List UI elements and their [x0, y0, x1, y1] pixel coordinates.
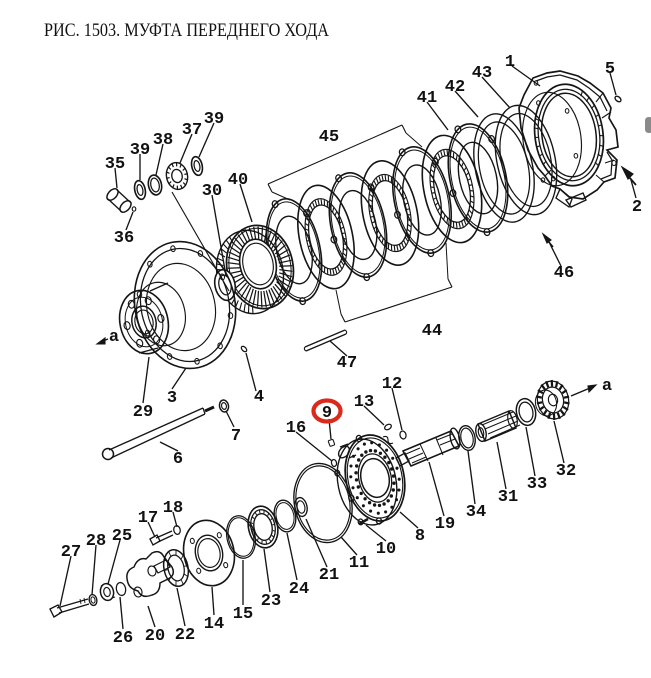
svg-text:3: 3: [167, 389, 177, 408]
svg-text:4: 4: [254, 388, 264, 407]
svg-text:РИС. 1503. МУФТА ПЕРЕДНЕГО ХОД: РИС. 1503. МУФТА ПЕРЕДНЕГО ХОДА: [44, 21, 330, 41]
svg-text:29: 29: [133, 403, 153, 422]
svg-text:23: 23: [261, 592, 281, 611]
svg-text:6: 6: [173, 450, 183, 469]
svg-text:30: 30: [202, 182, 222, 201]
svg-text:26: 26: [113, 629, 133, 648]
svg-text:17: 17: [138, 509, 158, 528]
svg-text:47: 47: [337, 354, 357, 373]
svg-text:18: 18: [163, 499, 183, 518]
svg-text:21: 21: [319, 566, 339, 585]
svg-text:1: 1: [505, 53, 515, 72]
svg-text:5: 5: [605, 60, 615, 79]
svg-text:14: 14: [204, 615, 224, 634]
svg-text:22: 22: [175, 626, 195, 645]
svg-text:38: 38: [153, 131, 173, 150]
svg-text:a: a: [602, 377, 612, 396]
svg-text:32: 32: [556, 462, 576, 481]
svg-text:41: 41: [417, 89, 437, 108]
svg-text:10: 10: [376, 540, 396, 559]
svg-text:15: 15: [233, 605, 253, 624]
svg-text:37: 37: [182, 121, 202, 140]
svg-text:25: 25: [112, 527, 132, 546]
svg-text:11: 11: [349, 554, 369, 573]
svg-text:12: 12: [382, 375, 402, 394]
svg-text:39: 39: [130, 141, 150, 160]
svg-text:44: 44: [422, 322, 442, 341]
svg-text:9: 9: [322, 404, 332, 423]
svg-text:35: 35: [105, 155, 125, 174]
svg-text:28: 28: [86, 532, 106, 551]
svg-text:8: 8: [415, 527, 425, 546]
svg-text:40: 40: [228, 171, 248, 190]
svg-text:20: 20: [145, 627, 165, 646]
svg-text:45: 45: [319, 128, 339, 147]
svg-text:13: 13: [354, 393, 374, 412]
svg-text:a: a: [109, 328, 119, 347]
svg-text:36: 36: [114, 229, 134, 248]
svg-text:16: 16: [286, 419, 306, 438]
svg-text:2: 2: [632, 198, 642, 217]
svg-text:46: 46: [554, 264, 574, 283]
svg-text:7: 7: [231, 427, 241, 446]
svg-text:33: 33: [527, 475, 547, 494]
svg-text:39: 39: [204, 110, 224, 129]
svg-text:31: 31: [498, 488, 518, 507]
svg-text:27: 27: [61, 543, 81, 562]
svg-text:42: 42: [445, 78, 465, 97]
svg-text:34: 34: [466, 503, 486, 522]
svg-text:19: 19: [435, 515, 455, 534]
svg-text:24: 24: [289, 580, 309, 599]
svg-text:43: 43: [472, 64, 492, 83]
